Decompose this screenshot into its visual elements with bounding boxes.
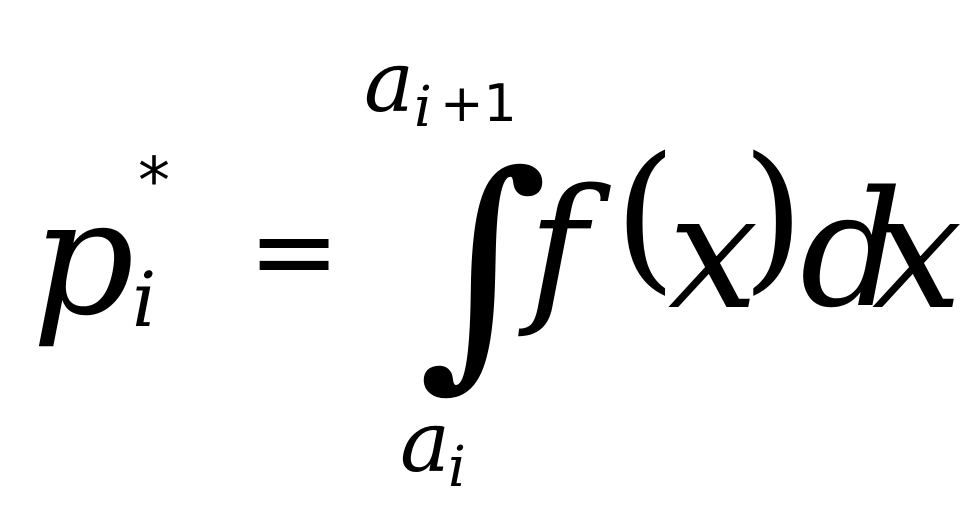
argument-x: x — [668, 158, 759, 345]
upper-limit-base: a — [364, 33, 415, 131]
integral-sign: ∫ — [418, 121, 549, 412]
upper-limit-offset: +1 — [440, 74, 517, 134]
function-f: f — [528, 154, 588, 341]
lower-limit-base: a — [400, 393, 451, 491]
equals-sign: = — [248, 187, 341, 315]
subscript-i: i — [132, 255, 157, 344]
upper-limit-index: i — [414, 75, 432, 140]
differential-d: d — [800, 156, 903, 343]
variable-p: p — [32, 164, 135, 351]
lower-limit-index: i — [448, 435, 466, 500]
close-parenthesis: ) — [742, 122, 805, 309]
superscript-star: * — [138, 145, 170, 219]
differential-x: x — [872, 158, 963, 345]
open-parenthesis: ( — [614, 122, 677, 309]
